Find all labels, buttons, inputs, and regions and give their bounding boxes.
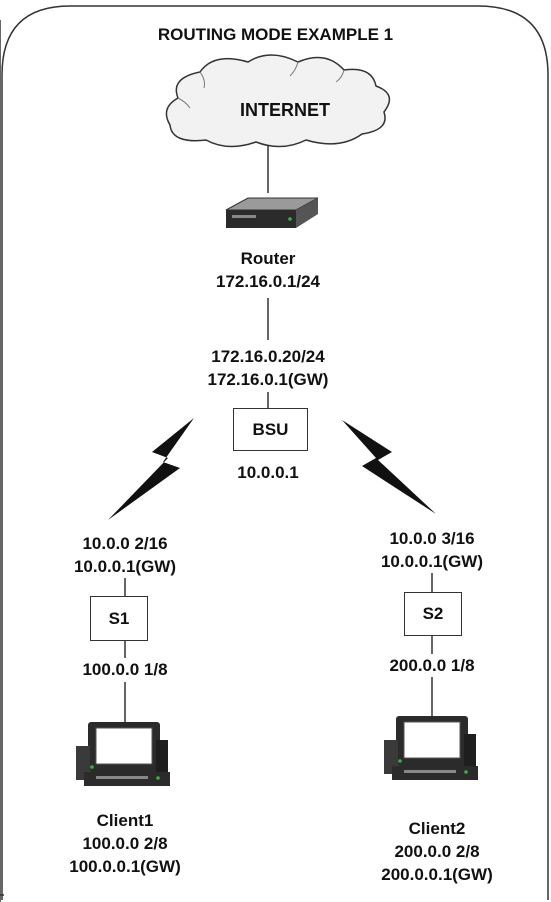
client1-gateway: 100.0.0.1(GW) [69,857,181,876]
bsu-wan-gateway: 172.16.0.1(GW) [207,370,329,389]
client2-ip: 200.0.0 2/8 [394,842,480,861]
client2-gateway: 200.0.0.1(GW) [381,865,493,884]
diagram-frame-border [1,5,549,900]
wireless-link-right-icon [342,420,436,514]
bsu-wan-ip: 172.16.0.20/24 [211,347,325,366]
s1-wan-gateway: 10.0.0.1(GW) [73,557,177,576]
client2-name: Client2 [408,819,466,838]
client1-computer-icon [76,722,170,786]
s1-wan-ip: 10.0.0 2/16 [82,534,168,553]
s1-box: S1 [90,596,148,641]
s2-lan-ip: 200.0.0 1/8 [389,656,475,675]
diagram-title: ROUTING MODE EXAMPLE 1 [157,25,394,44]
internet-cloud-icon [165,54,391,148]
router-icon [225,197,319,228]
s2-wan-ip: 10.0.0 3/16 [389,529,475,548]
s1-lan-ip: 100.0.0 1/8 [82,660,168,679]
s2-box: S2 [404,592,462,636]
router-ip: 172.16.0.1/24 [216,272,320,291]
client1-name: Client1 [96,811,154,830]
bsu-box: BSU [233,408,308,451]
bsu-lan-ip: 10.0.0.1 [237,463,299,482]
wireless-link-left-icon [108,418,194,520]
router-name: Router [240,249,296,268]
client1-ip: 100.0.0 2/8 [82,834,168,853]
s2-wan-gateway: 10.0.0.1(GW) [380,552,484,571]
client2-computer-icon [384,716,478,780]
internet-label: INTERNET [240,100,330,120]
